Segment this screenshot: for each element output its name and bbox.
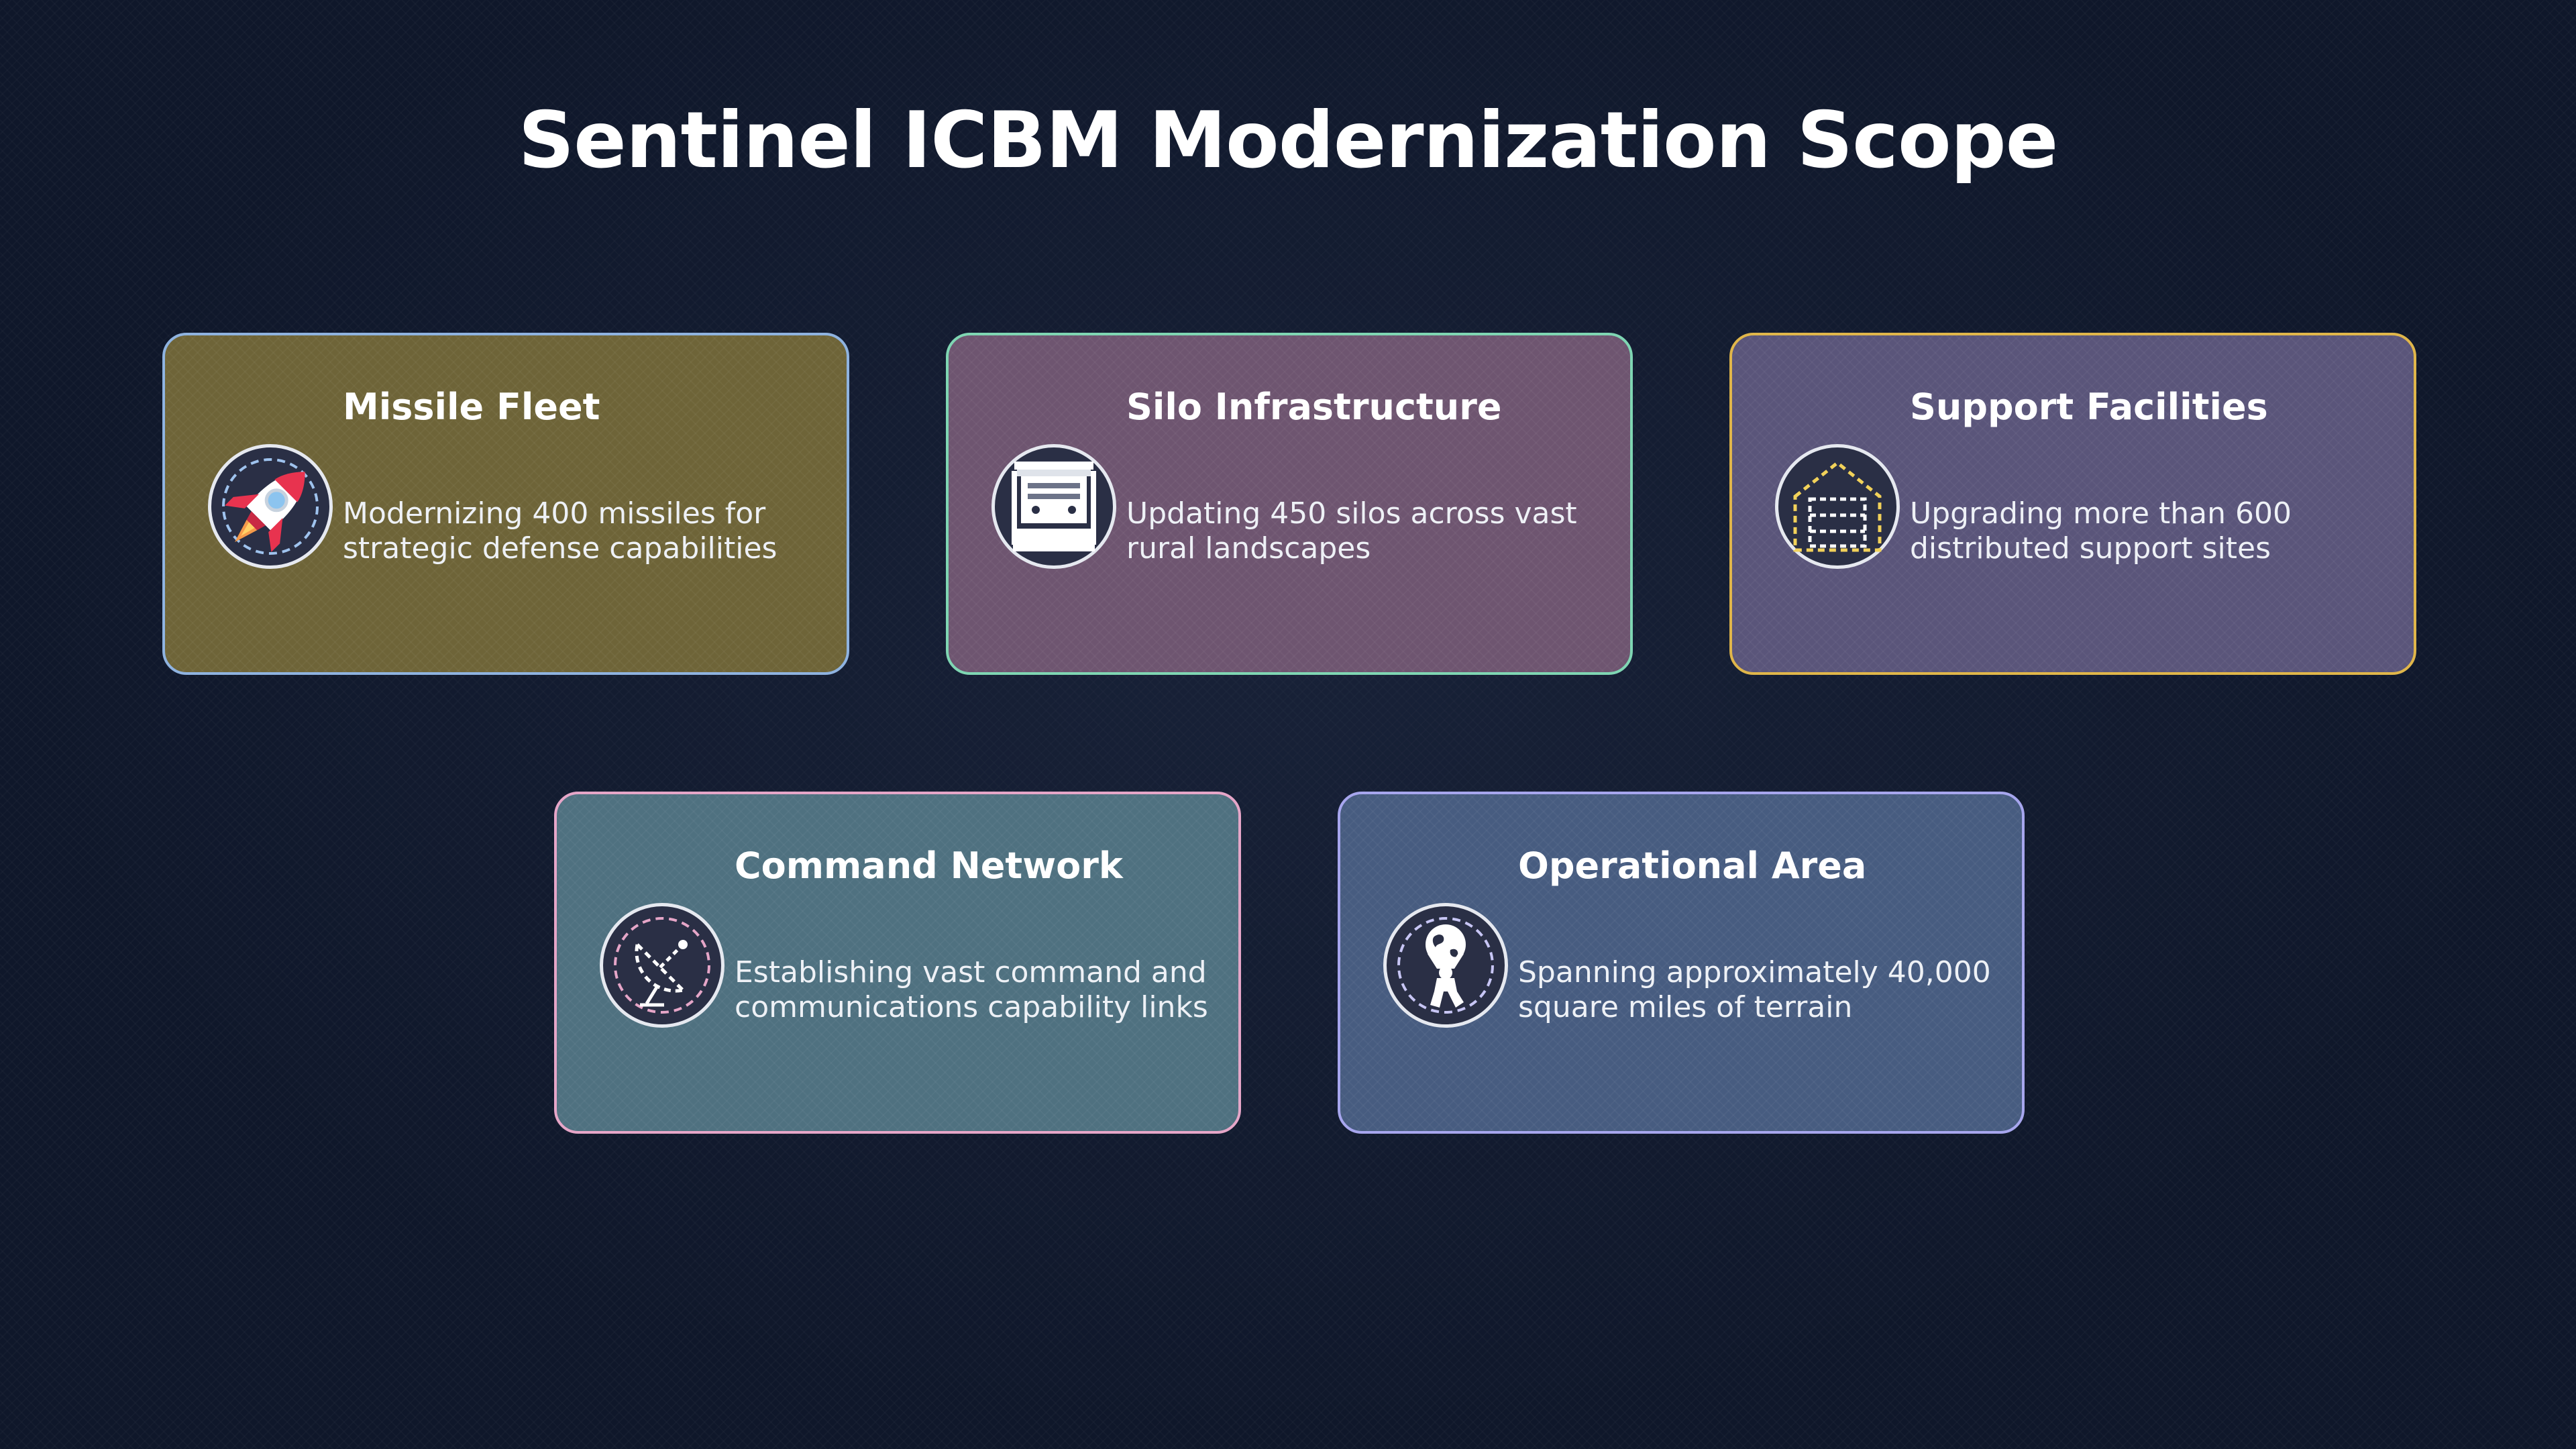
- atlas-globe-icon: [1383, 903, 1508, 1028]
- satellite-dish-icon: [600, 903, 724, 1028]
- card-description: Upgrading more than 600 distributed supp…: [1910, 496, 2292, 566]
- card-title: Missile Fleet: [343, 386, 600, 428]
- card-description: Spanning approximately 40,000 square mil…: [1518, 955, 1991, 1024]
- page-title: Sentinel ICBM Modernization Scope: [518, 95, 2059, 186]
- card-silo-infrastructure: Silo Infrastructure Updating 450 silos a…: [946, 333, 1633, 675]
- card-support-facilities: Support Facilities Upgrading more than 6…: [1729, 333, 2416, 675]
- silo-icon: [991, 444, 1116, 569]
- card-title: Support Facilities: [1910, 386, 2268, 428]
- warehouse-icon: [1775, 444, 1900, 569]
- rocket-icon: [208, 444, 333, 569]
- card-description: Modernizing 400 missiles for strategic d…: [343, 496, 777, 566]
- card-command-network: Command Network Establishing vast comman…: [554, 792, 1241, 1134]
- card-description: Establishing vast command and communicat…: [735, 955, 1208, 1024]
- card-title: Command Network: [735, 845, 1123, 887]
- card-missile-fleet: Missile Fleet Modernizing 400 missiles f…: [162, 333, 849, 675]
- card-description: Updating 450 silos across vast rural lan…: [1126, 496, 1577, 566]
- card-operational-area: Operational Area Spanning approximately …: [1338, 792, 2025, 1134]
- card-title: Silo Infrastructure: [1126, 386, 1502, 428]
- card-title: Operational Area: [1518, 845, 1867, 887]
